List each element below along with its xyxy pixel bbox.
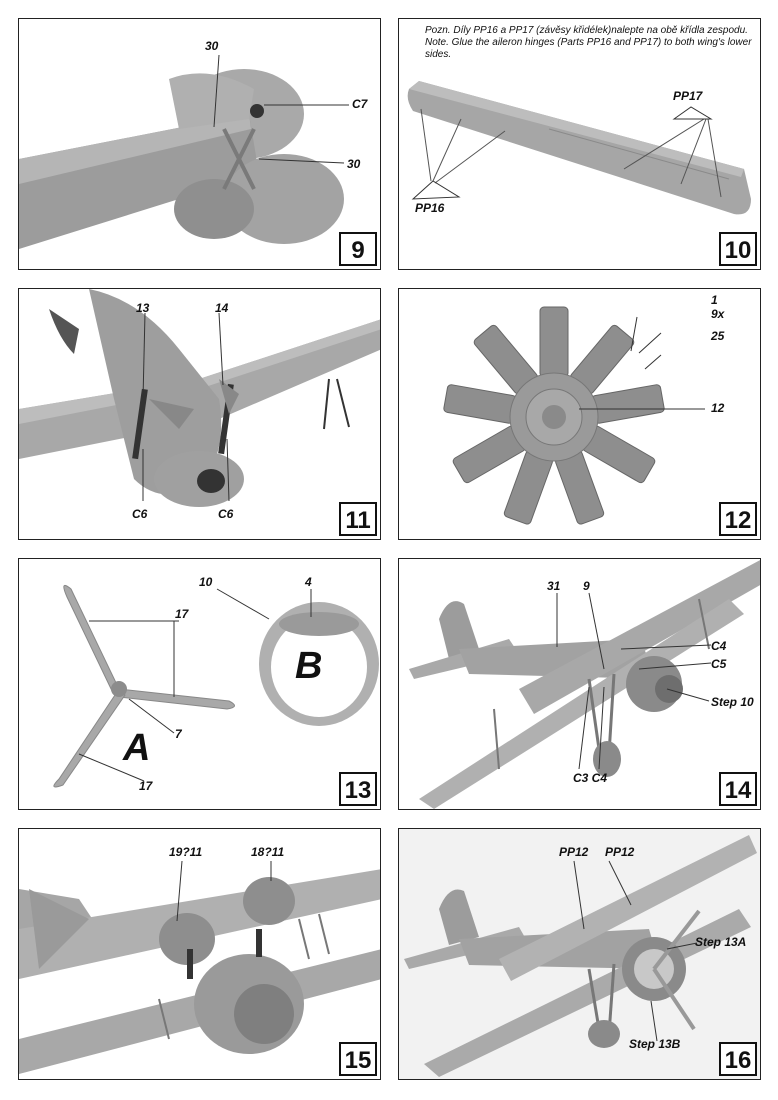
label-1: 1 bbox=[711, 293, 718, 307]
label-c3-c4: C3 C4 bbox=[573, 771, 608, 785]
step-12-panel: 1 9x 25 12 12 bbox=[398, 288, 761, 540]
label-step-13b: Step 13B bbox=[629, 1037, 681, 1051]
propeller-and-cowling-illustration bbox=[53, 584, 379, 788]
step-14-panel: 31 9 C4 C5 Step 10 C3 C4 14 bbox=[398, 558, 761, 810]
step-number-10: 10 bbox=[719, 232, 757, 266]
label-pp16: PP16 bbox=[415, 201, 445, 215]
note-english: Note. Glue the aileron hinges (Parts PP1… bbox=[425, 37, 752, 60]
label-9: 9 bbox=[583, 579, 590, 593]
label-step-13a: Step 13A bbox=[695, 935, 747, 949]
label-c4-top: C4 bbox=[711, 639, 727, 653]
label-14: 14 bbox=[215, 301, 229, 315]
label-7: 7 bbox=[175, 727, 182, 741]
biplane-wing-assembly-illustration bbox=[409, 560, 760, 809]
cowling-bumps-illustration bbox=[19, 860, 380, 1074]
step-number-13: 13 bbox=[339, 772, 377, 806]
label-30-bottom: 30 bbox=[347, 157, 361, 171]
wing-underside-illustration bbox=[407, 81, 751, 215]
step-16-panel: PP12 PP12 Step 13A Step 13B 16 bbox=[398, 828, 761, 1080]
label-17-bottom: 17 bbox=[139, 779, 153, 793]
step-number-16: 16 bbox=[719, 1042, 757, 1076]
step-11-panel: 13 14 C6 C6 11 bbox=[18, 288, 381, 540]
label-4: 4 bbox=[305, 575, 312, 589]
label-17-top: 17 bbox=[175, 607, 189, 621]
tail-assembly-illustration bbox=[19, 54, 349, 249]
label-18-11: 18?11 bbox=[251, 845, 285, 859]
label-pp12-right: PP12 bbox=[605, 845, 635, 859]
label-30-top: 30 bbox=[205, 39, 219, 53]
label-9x: 9x bbox=[711, 307, 725, 321]
fuselage-front-illustration bbox=[19, 289, 380, 507]
label-c5: C5 bbox=[711, 657, 727, 671]
step-number-15: 15 bbox=[339, 1042, 377, 1076]
label-pp12-left: PP12 bbox=[559, 845, 589, 859]
step-number-9: 9 bbox=[339, 232, 377, 266]
sub-assembly-a: A bbox=[123, 727, 151, 769]
label-step-10: Step 10 bbox=[711, 695, 754, 709]
step-15-panel: 19?11 18?11 15 bbox=[18, 828, 381, 1080]
sub-assembly-b: B bbox=[295, 645, 323, 687]
step-9-panel: 30 C7 30 9 bbox=[18, 18, 381, 270]
label-12: 12 bbox=[711, 401, 725, 415]
label-25: 25 bbox=[711, 329, 725, 343]
radial-engine-illustration bbox=[443, 306, 705, 525]
label-10: 10 bbox=[199, 575, 213, 589]
label-c6-left: C6 bbox=[132, 507, 148, 521]
step-10-note: Pozn. Díly PP16 a PP17 (závěsy křidélek)… bbox=[425, 25, 755, 61]
note-czech: Pozn. Díly PP16 a PP17 (závěsy křidélek)… bbox=[425, 25, 748, 36]
label-13: 13 bbox=[136, 301, 150, 315]
label-c6-right: C6 bbox=[218, 507, 234, 521]
step-number-11: 11 bbox=[339, 502, 377, 536]
step-number-12: 12 bbox=[719, 502, 757, 536]
label-19-11: 19?11 bbox=[169, 845, 203, 859]
step-10-panel: Pozn. Díly PP16 a PP17 (závěsy křidélek)… bbox=[398, 18, 761, 270]
label-c7: C7 bbox=[352, 97, 368, 111]
step-13-panel: 10 4 17 7 17 A B 13 bbox=[18, 558, 381, 810]
label-pp17: PP17 bbox=[673, 89, 703, 103]
completed-biplane-illustration bbox=[404, 835, 757, 1077]
step-number-14: 14 bbox=[719, 772, 757, 806]
label-31: 31 bbox=[547, 579, 561, 593]
